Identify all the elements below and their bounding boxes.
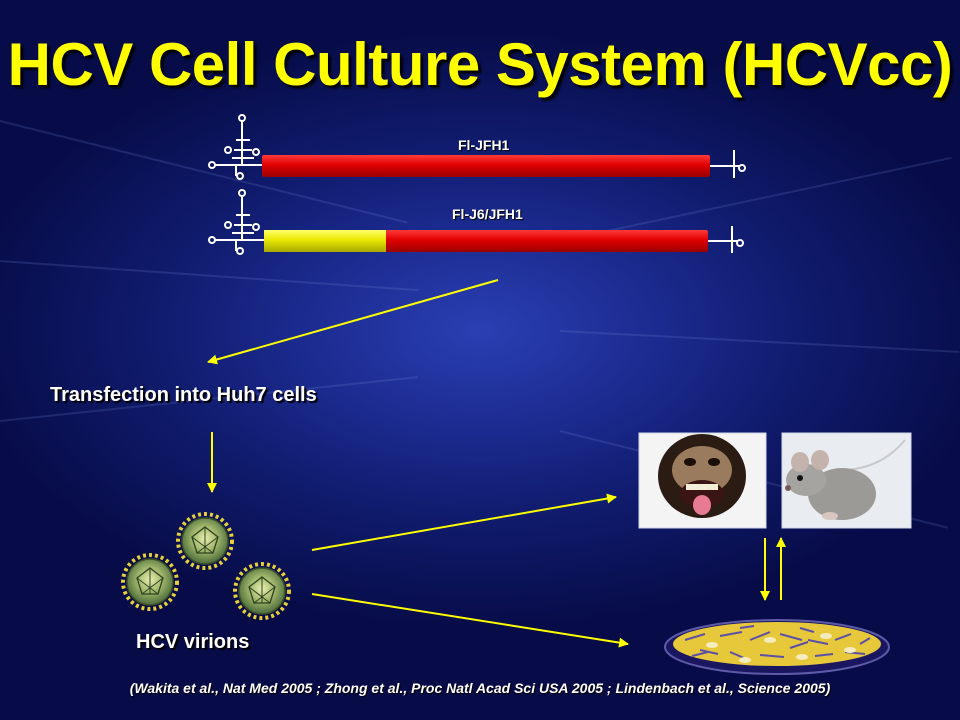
arrow-to-cell-culture <box>311 593 629 648</box>
virion-icon <box>121 553 179 611</box>
construct-label-j6-jfh1: Fl-J6/JFH1 <box>452 206 523 222</box>
utr-3prime-structure-icon <box>731 226 744 253</box>
transfection-label: Transfection into Huh7 cells <box>50 384 317 406</box>
virion-icon <box>233 562 291 620</box>
arrow-to-transfection <box>207 279 499 365</box>
cell-culture-dish <box>664 619 890 675</box>
chimpanzee-photo <box>638 432 767 529</box>
citation: (Wakita et al., Nat Med 2005 ; Zhong et … <box>129 680 831 696</box>
rna-3prime-tail-jfh1 <box>710 165 740 167</box>
rna-bar-jfh1 <box>262 155 710 177</box>
rna-bar-j6-jfh1 <box>264 230 708 252</box>
virion-icon <box>176 512 234 570</box>
utr-3prime-structure-icon <box>733 150 746 178</box>
mouse-photo <box>781 432 912 529</box>
construct-label-jfh1: Fl-JFH1 <box>458 137 510 153</box>
utr-5prime-structure-icon <box>208 189 264 255</box>
arrow-to-animals <box>311 493 617 551</box>
slide-title: HCV Cell Culture System (HCVcc) <box>7 31 953 98</box>
utr-5prime-structure-icon <box>208 114 262 180</box>
rna-3prime-tail-j6-jfh1 <box>708 240 738 242</box>
virions-label: HCV virions <box>136 631 250 653</box>
rna-segment-j6-yellow <box>264 230 386 252</box>
